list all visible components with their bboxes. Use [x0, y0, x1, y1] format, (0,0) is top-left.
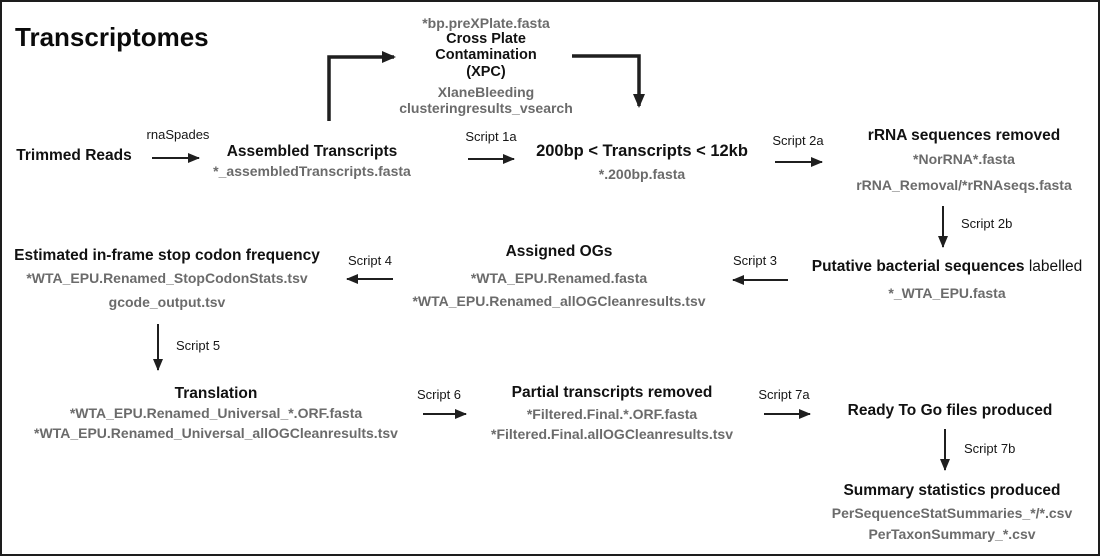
summary-statistics-title: Summary statistics produced — [843, 482, 1061, 499]
node-xpc: *bp.preXPlate.fasta Cross Plate Contamin… — [399, 15, 573, 116]
summary-statistics-file-2: PerTaxonSummary_*.csv — [868, 526, 1036, 543]
edge-label-script-6: Script 6 — [416, 387, 462, 402]
node-assembled-transcripts: Assembled Transcripts *_assembledTranscr… — [213, 143, 411, 179]
arrow-assembled-to-xpc — [327, 51, 396, 121]
node-stop-codon-frequency: Estimated in-frame stop codon frequency … — [14, 247, 320, 311]
node-translation: Translation *WTA_EPU.Renamed_Universal_*… — [34, 385, 398, 442]
arrow-xpc-to-size-filter — [572, 54, 645, 108]
node-summary-statistics: Summary statistics produced PerSequenceS… — [832, 482, 1072, 543]
partial-removed-file-1: *Filtered.Final.*.ORF.fasta — [526, 406, 698, 423]
node-ready-to-go: Ready To Go files produced — [848, 402, 1053, 419]
edge-label-script-2a: Script 2a — [772, 133, 824, 148]
assembled-transcripts-title: Assembled Transcripts — [226, 143, 398, 160]
assigned-ogs-file-2: *WTA_EPU.Renamed_allOGCleanresults.tsv — [412, 293, 706, 310]
xpc-title-line2: Contamination — [435, 47, 537, 64]
rrna-removed-file-2: rRNA_Removal/*rRNAseqs.fasta — [856, 177, 1072, 194]
stop-codon-frequency-file-2: gcode_output.tsv — [108, 294, 226, 311]
xpc-input-file: *bp.preXPlate.fasta — [422, 15, 550, 31]
edge-label-rnaspades: rnaSpades — [146, 127, 210, 142]
ready-to-go-title: Ready To Go files produced — [847, 402, 1053, 419]
assembled-transcripts-file-1: *_assembledTranscripts.fasta — [213, 163, 411, 180]
bacterial-labelled-file-1: *_WTA_EPU.fasta — [888, 285, 1006, 302]
edge-label-script-1a: Script 1a — [465, 129, 517, 144]
xpc-title-line3: (XPC) — [466, 63, 506, 80]
stop-codon-frequency-file-1: *WTA_EPU.Renamed_StopCodonStats.tsv — [26, 270, 308, 287]
edge-label-script-5: Script 5 — [176, 338, 221, 353]
page-title: Transcriptomes — [15, 22, 209, 52]
translation-file-2: *WTA_EPU.Renamed_Universal_allOGCleanres… — [34, 425, 398, 442]
translation-title: Translation — [174, 385, 258, 402]
summary-statistics-file-1: PerSequenceStatSummaries_*/*.csv — [831, 505, 1073, 522]
node-assigned-ogs: Assigned OGs *WTA_EPU.Renamed.fasta *WTA… — [412, 243, 705, 310]
assigned-ogs-title: Assigned OGs — [505, 243, 613, 260]
size-filtered-title: 200bp < Transcripts < 12kb — [536, 142, 748, 160]
xpc-title-line1: Cross Plate — [446, 31, 526, 48]
size-filtered-file-1: *.200bp.fasta — [598, 166, 686, 183]
partial-removed-title: Partial transcripts removed — [511, 384, 713, 401]
xpc-file-1: XlaneBleeding — [437, 83, 535, 100]
translation-file-1: *WTA_EPU.Renamed_Universal_*.ORF.fasta — [69, 405, 363, 422]
assigned-ogs-file-1: *WTA_EPU.Renamed.fasta — [470, 270, 648, 287]
edge-label-script-3: Script 3 — [732, 253, 778, 268]
edge-label-script-2b: Script 2b — [961, 216, 1013, 231]
node-size-filtered: 200bp < Transcripts < 12kb *.200bp.fasta — [536, 142, 748, 183]
partial-removed-file-2: *Filtered.Final.allOGCleanresults.tsv — [491, 426, 733, 443]
node-rrna-removed: rRNA sequences removed *NorRNA*.fasta rR… — [856, 127, 1072, 194]
xpc-file-2: clusteringresults_vsearch — [399, 99, 573, 116]
rrna-removed-file-1: *NorRNA*.fasta — [913, 151, 1015, 168]
trimmed-reads-title: Trimmed Reads — [16, 147, 132, 164]
edge-label-script-4: Script 4 — [347, 253, 393, 268]
stop-codon-frequency-title: Estimated in-frame stop codon frequency — [14, 247, 320, 264]
edge-label-script-7b: Script 7b — [964, 441, 1016, 456]
edge-label-script-7a: Script 7a — [758, 387, 810, 402]
node-bacterial-labelled: Putative bacterial sequences labelled *_… — [812, 258, 1083, 301]
bacterial-labelled-title: Putative bacterial sequences labelled — [811, 258, 1083, 275]
node-trimmed-reads: Trimmed Reads — [16, 147, 131, 164]
node-partial-removed: Partial transcripts removed *Filtered.Fi… — [491, 384, 733, 443]
rrna-removed-title: rRNA sequences removed — [867, 127, 1061, 144]
